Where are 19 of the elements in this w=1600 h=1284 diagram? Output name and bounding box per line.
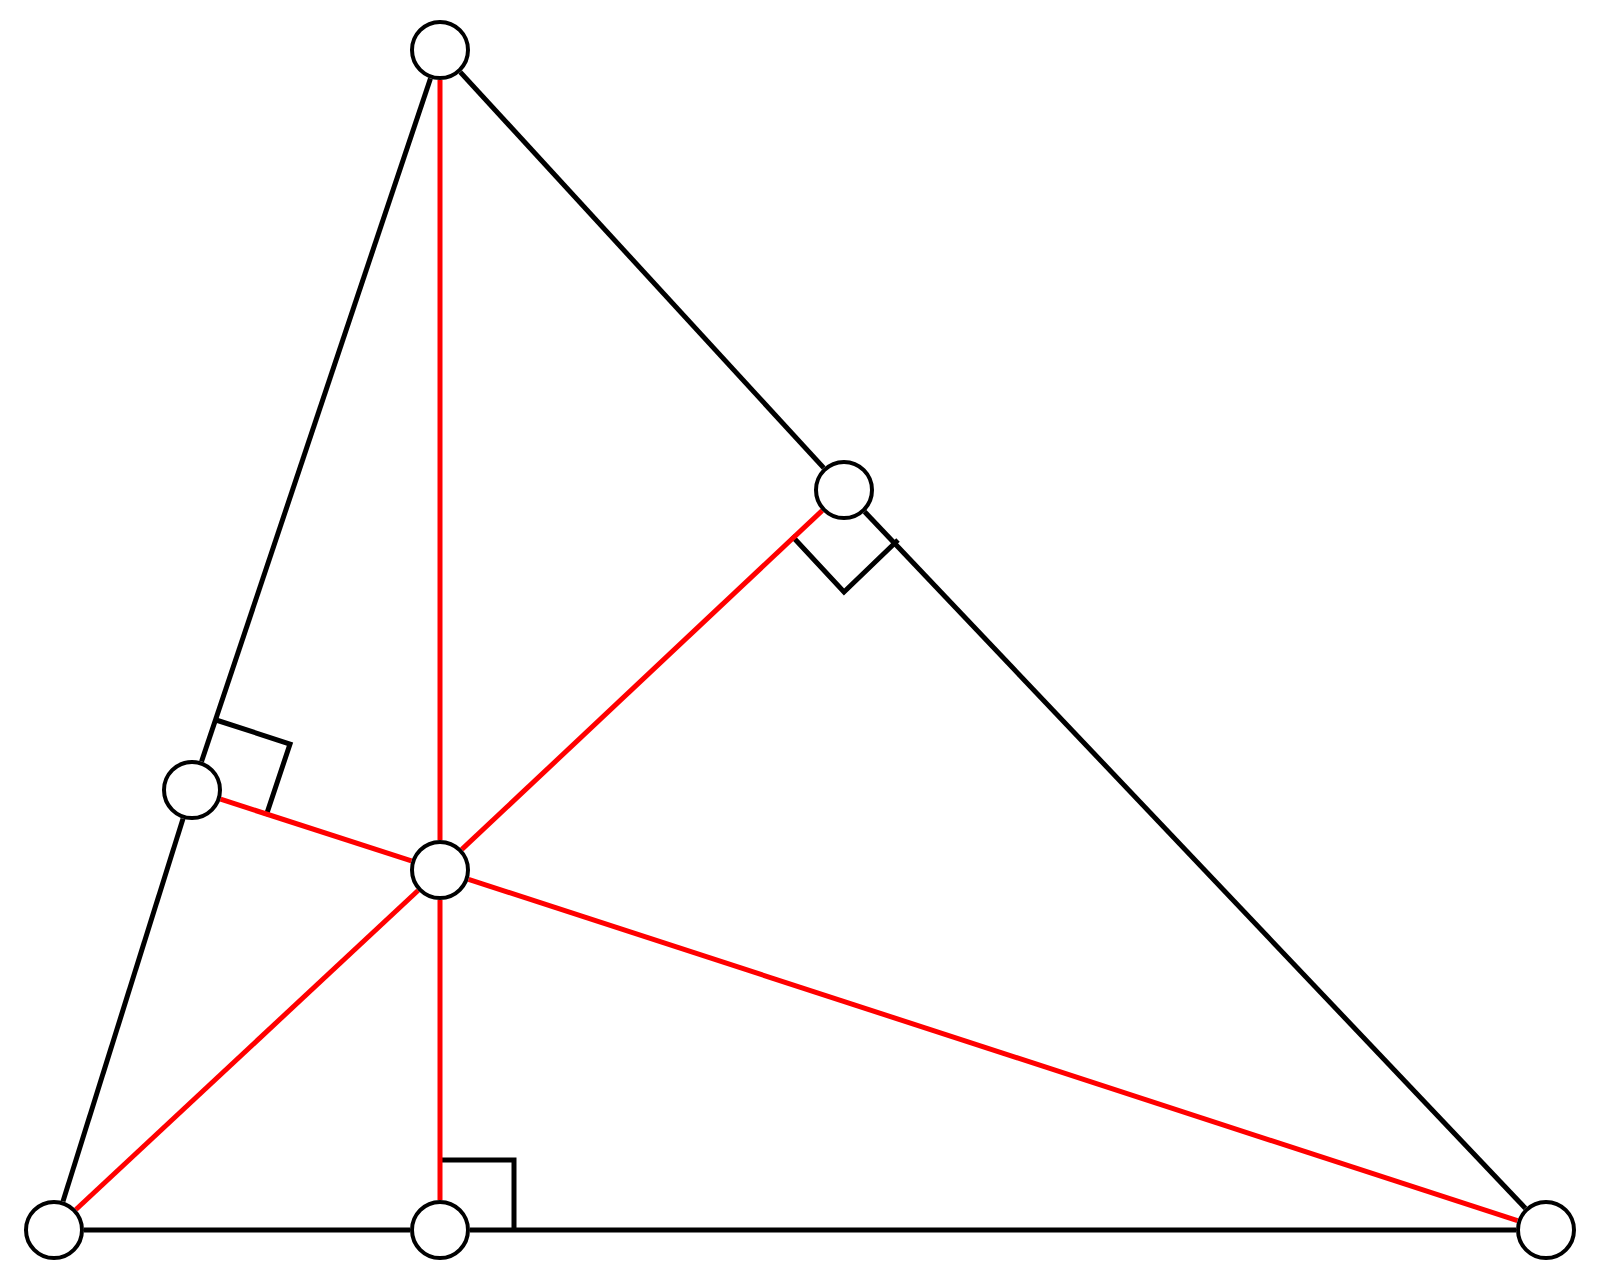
line (437, 80, 443, 840)
circle-node (410, 840, 470, 900)
circle-node (1516, 1200, 1576, 1260)
circle-node (814, 460, 874, 520)
line (74, 888, 420, 1212)
circle-node (410, 1200, 470, 1260)
line (199, 77, 433, 763)
line (219, 796, 413, 864)
line (84, 1227, 410, 1233)
line (460, 508, 824, 852)
line (862, 510, 1528, 1210)
line (458, 70, 826, 470)
line (60, 817, 186, 1203)
line (467, 876, 1519, 1224)
line (437, 900, 443, 1200)
circle-node (162, 760, 222, 820)
circle-node (24, 1200, 84, 1260)
line (470, 1227, 1516, 1233)
circle-node (410, 20, 470, 80)
